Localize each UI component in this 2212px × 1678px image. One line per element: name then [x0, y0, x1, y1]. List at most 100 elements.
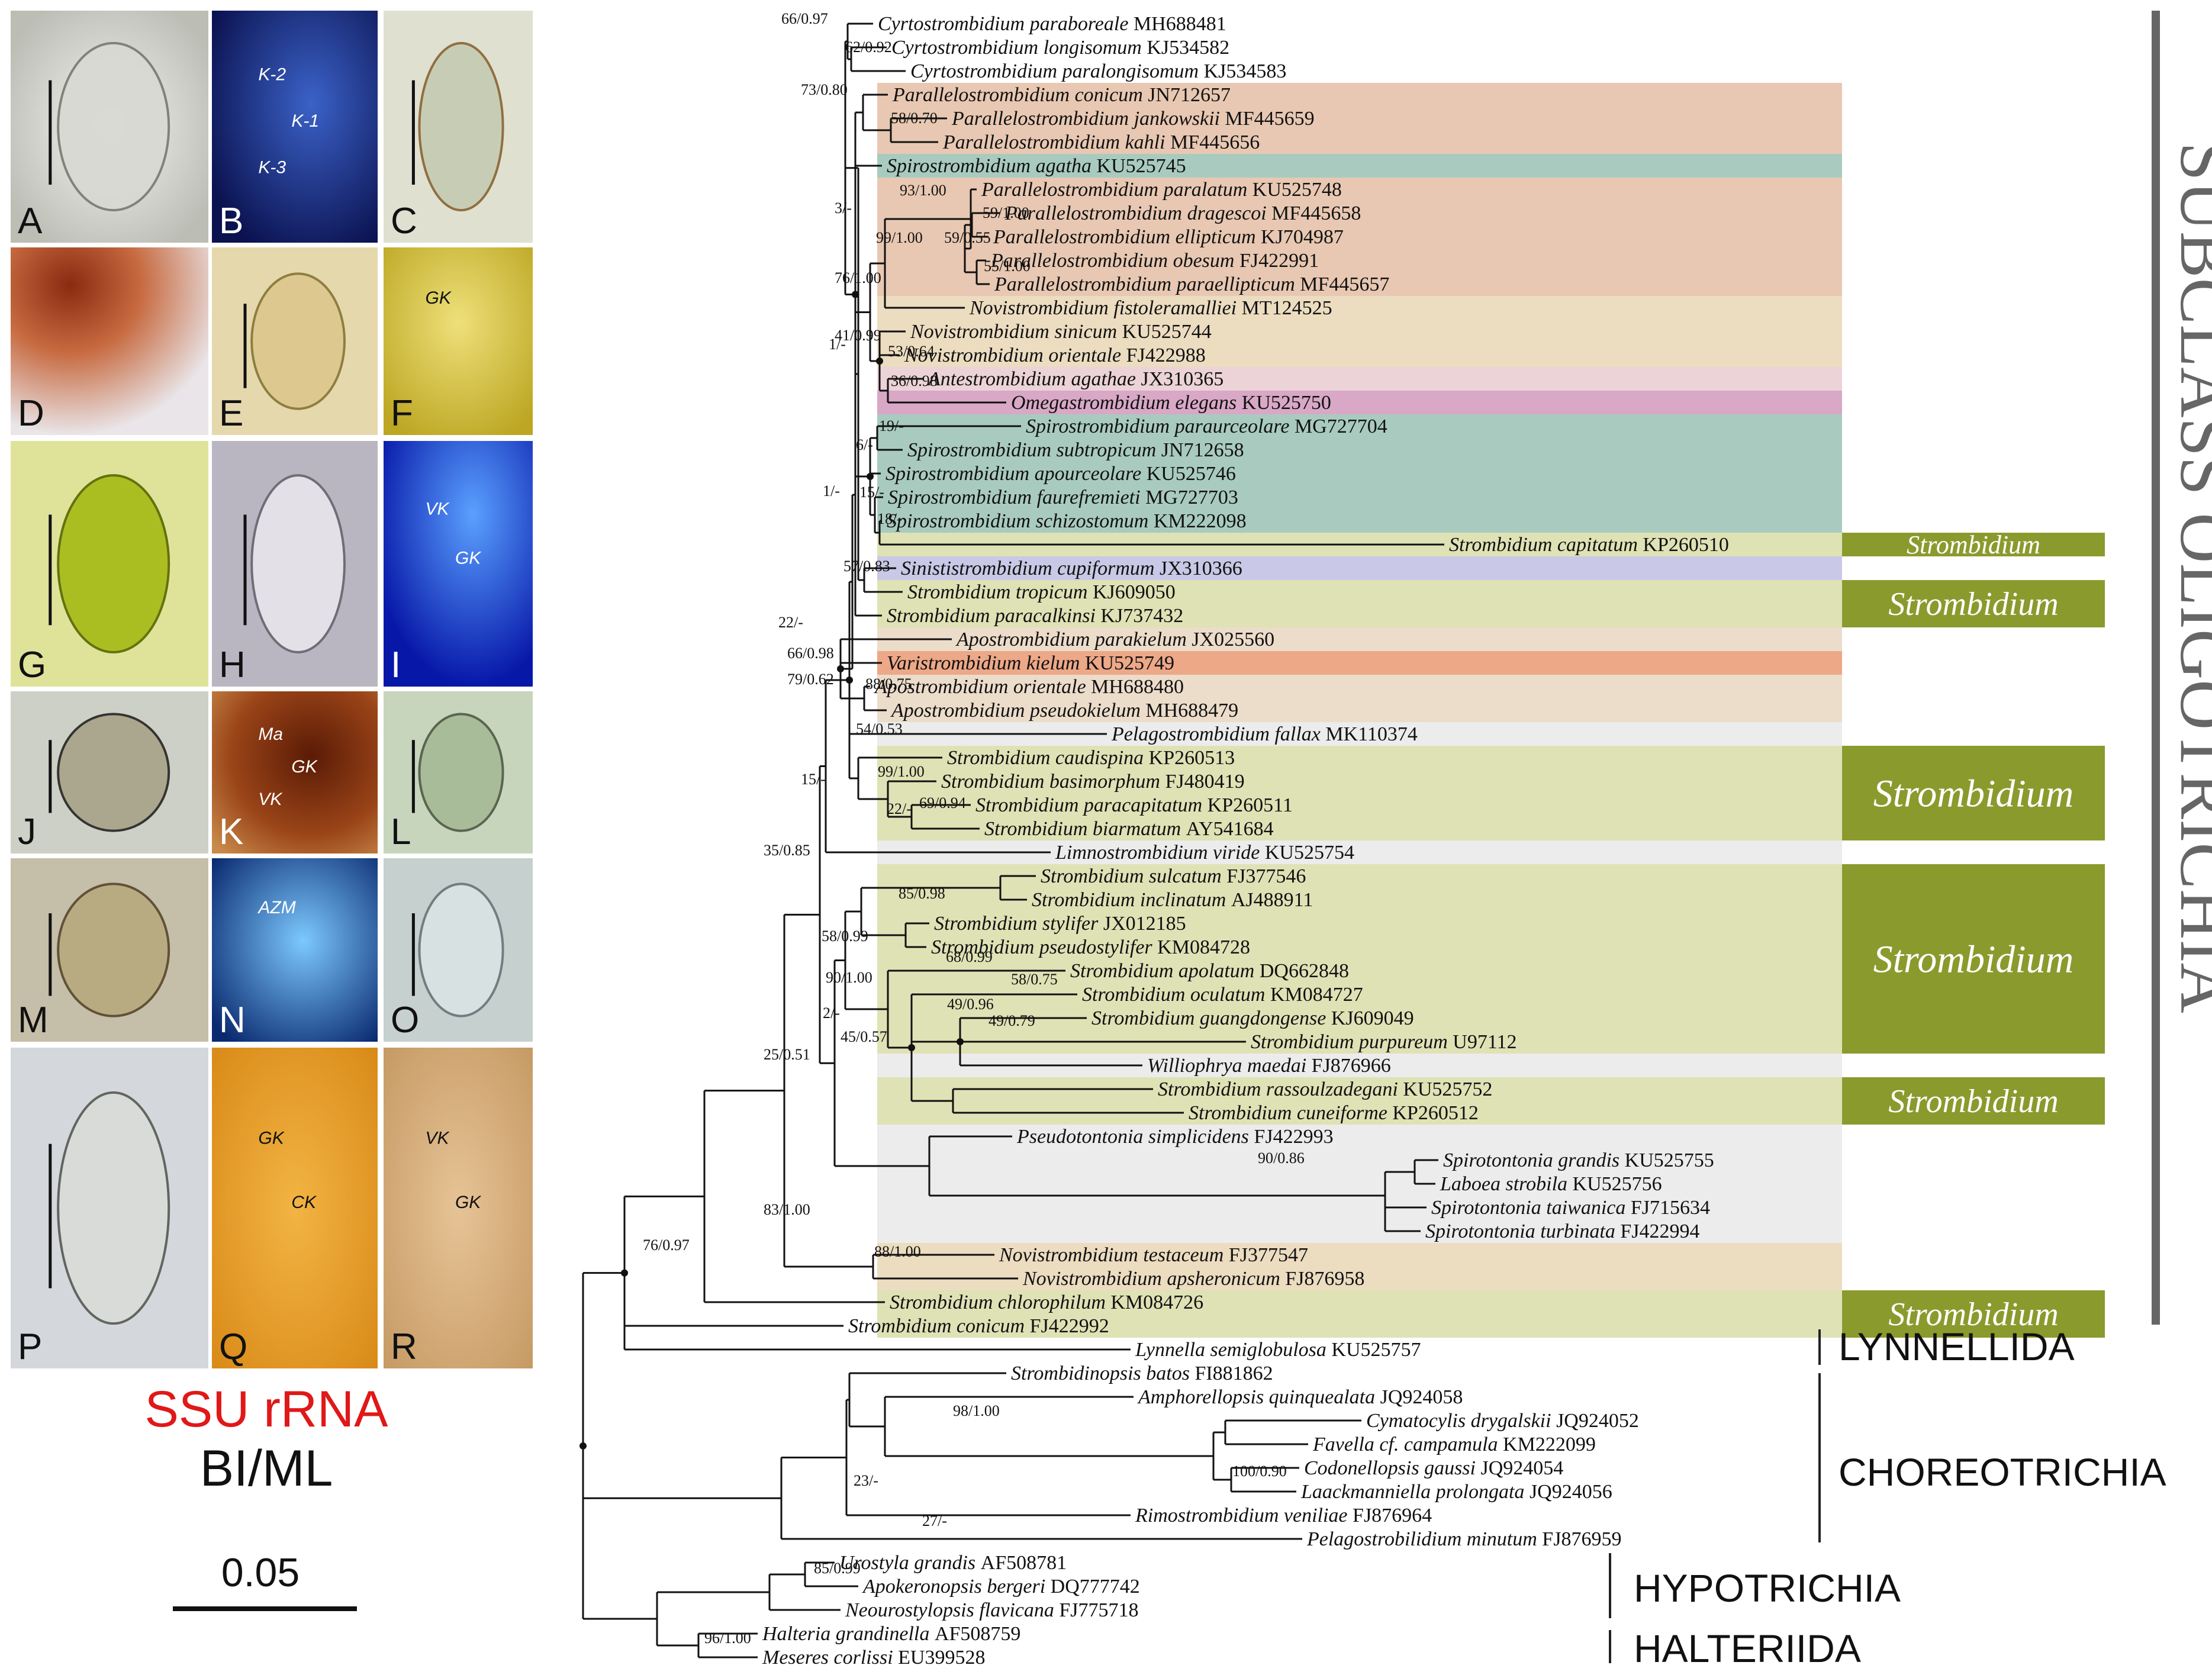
panel-background: [384, 247, 533, 435]
panel-o: O: [384, 858, 533, 1042]
accession-number: KM222098: [1154, 510, 1247, 532]
species-name: Parallelostrombidium dragescoi: [1004, 202, 1271, 224]
support-value: 22/-: [887, 800, 912, 817]
species-name: Amphorellopsis quinquealata: [1137, 1386, 1380, 1408]
accession-number: FJ422992: [1030, 1315, 1109, 1337]
accession-number: FJ876966: [1312, 1055, 1391, 1077]
clade-band: [877, 746, 1842, 840]
species-name: Spirostrombidium schizostomum: [887, 510, 1154, 532]
accession-number: KU525755: [1625, 1149, 1714, 1171]
accession-number: FJ422994: [1620, 1220, 1699, 1242]
clade-band: [877, 651, 1842, 675]
tip-label: Parallelostrombidium ellipticum KJ704987: [993, 226, 1344, 248]
accession-number: MF445659: [1225, 108, 1315, 130]
panel-letter: Q: [219, 1326, 247, 1367]
node-dot: [957, 1038, 964, 1045]
panel-p: P: [11, 1048, 208, 1368]
accession-number: KJ737432: [1100, 605, 1183, 627]
accession-number: MT124525: [1242, 297, 1332, 319]
legend: SSU rRNA BI/ML 0.05: [145, 1381, 388, 1611]
clade-band: [877, 367, 1842, 391]
node-dot: [908, 1044, 915, 1051]
tip-label: Pelagostrobilidium minutum FJ876959: [1306, 1528, 1621, 1550]
accession-number: JN712657: [1148, 84, 1231, 106]
tip-label: Strombidinopsis batos FI881862: [1011, 1363, 1273, 1384]
tip-label: Strombidium cuneiforme KP260512: [1189, 1102, 1479, 1124]
species-name: Laackmanniella prolongata: [1300, 1481, 1530, 1503]
tip-label: Favella cf. campamula KM222099: [1312, 1434, 1596, 1455]
strombidium-box: [1842, 864, 2105, 1054]
species-name: Strombidium biarmatum: [984, 818, 1186, 840]
clade-band: [877, 296, 1842, 367]
clade-band: [877, 391, 1842, 414]
species-name: Novistrombidium testaceum: [999, 1244, 1229, 1266]
accession-number: KM084727: [1270, 984, 1363, 1006]
accession-number: KP260510: [1643, 534, 1728, 556]
support-value: 88/0.75: [865, 675, 912, 693]
panel-background: [212, 11, 378, 243]
clade-band: [877, 556, 1842, 580]
panel-structure-label: GK: [455, 549, 482, 568]
support-value: 53/0.64: [888, 343, 935, 360]
clade-band: [877, 1290, 1842, 1338]
panel-structure-label: GK: [426, 288, 452, 308]
accession-number: AY541684: [1186, 818, 1274, 840]
accession-number: KU525756: [1573, 1173, 1662, 1195]
clade-band: [877, 580, 1842, 627]
species-name: Laboea strobila: [1440, 1173, 1573, 1195]
support-value: 6/-: [856, 436, 873, 453]
cell-body: [57, 1091, 170, 1325]
species-name: Favella cf. campamula: [1312, 1434, 1503, 1455]
accession-number: KU525749: [1085, 652, 1174, 674]
support-value: 98/1.00: [953, 1402, 1000, 1419]
strombidium-box: [1842, 746, 2105, 840]
tip-labels: Cyrtostrombidium paraboreale MH688481Cyr…: [762, 13, 1729, 1669]
cell-body: [57, 883, 170, 1017]
accession-number: FJ876958: [1285, 1268, 1364, 1290]
support-value: 85/0.98: [899, 885, 945, 902]
tip-label: Neourostylopsis flavicana FJ775718: [845, 1599, 1139, 1621]
strombidium-box-label: Strombidium: [1888, 1083, 2058, 1120]
panel-letter: B: [219, 201, 243, 241]
species-name: Apokeronopsis bergeri: [862, 1576, 1051, 1598]
support-value: 49/0.96: [947, 996, 994, 1013]
accession-number: DQ777742: [1051, 1576, 1140, 1598]
species-name: Strombidium sulcatum: [1041, 865, 1226, 887]
clade-band: [877, 178, 1842, 296]
tip-label: Strombidium biarmatum AY541684: [984, 818, 1274, 840]
tip-label: Parallelostrombidium paraellipticum MF44…: [994, 273, 1389, 295]
panel-letter: A: [18, 201, 43, 241]
tip-label: Parallelostrombidium dragescoi MF445658: [1004, 202, 1361, 224]
panel-letter: I: [391, 645, 401, 685]
species-name: Strombidium stylifer: [934, 913, 1103, 935]
species-name: Spirostrombidium faurefremieti: [888, 487, 1145, 508]
accession-number: KM222099: [1503, 1434, 1596, 1455]
tip-label: Strombidium stylifer JX012185: [934, 913, 1186, 935]
support-value: 54/0.53: [856, 720, 903, 737]
tip-label: Apokeronopsis bergeri DQ777742: [862, 1576, 1140, 1598]
support-value: 36/0.98: [891, 372, 938, 389]
species-name: Spirotontonia grandis: [1443, 1149, 1625, 1171]
species-name: Antestrombidium agathae: [927, 368, 1141, 390]
tip-label: Spirostrombidium agatha KU525745: [887, 155, 1186, 177]
species-name: Parallelostrombidium conicum: [892, 84, 1148, 106]
panel-structure-label: Ma: [258, 724, 283, 744]
subclass-label: SUBCLASS OLIGOTRICHIA: [2166, 142, 2212, 1013]
accession-number: AF508759: [935, 1623, 1020, 1645]
hypotrichia-label: HYPOTRICHIA: [1634, 1566, 1901, 1610]
panel-background: [11, 247, 208, 435]
support-value: 69/0.94: [919, 794, 966, 811]
species-name: Williophrya maedai: [1147, 1055, 1312, 1077]
accession-number: U97112: [1453, 1031, 1516, 1053]
lynnellida-label: LYNNELLIDA: [1838, 1325, 2075, 1368]
clade-color-bands: [877, 83, 1842, 1338]
clade-band: [877, 864, 1842, 1054]
legend-bi-ml: BI/ML: [200, 1440, 333, 1497]
node-dot: [837, 665, 844, 672]
accession-number: KU525757: [1331, 1339, 1421, 1361]
support-value: 85/0.99: [814, 1560, 861, 1577]
support-value: 1/-: [829, 336, 846, 353]
accession-number: KU525745: [1097, 155, 1186, 177]
